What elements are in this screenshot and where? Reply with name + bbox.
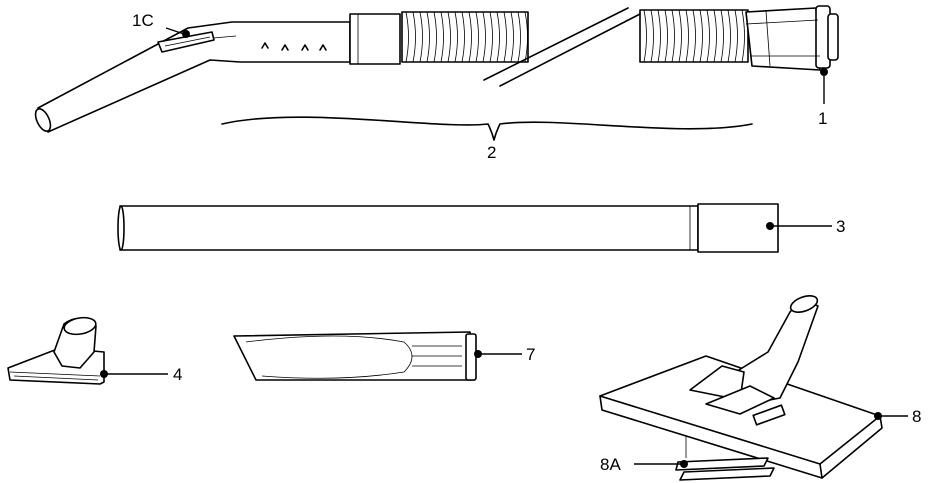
label-2: 2 (487, 143, 496, 162)
callout-dot-4 (100, 370, 108, 378)
callout-dot-7 (474, 350, 482, 358)
hose-rib (517, 11, 521, 63)
hose-rib (440, 11, 444, 63)
label-1c: 1C (132, 11, 154, 30)
extension-wand (117, 203, 779, 253)
hose-rib (643, 9, 647, 63)
hose-rib (727, 9, 731, 63)
hose-rib (426, 11, 430, 63)
hose-rib (706, 9, 710, 63)
hose-rib (678, 9, 682, 63)
hose-rib (461, 11, 465, 63)
hose-rib (433, 11, 437, 63)
hose-rib (405, 11, 409, 63)
label-7: 7 (526, 345, 535, 364)
hose-rib (650, 9, 654, 63)
floor-nozzle (599, 295, 883, 479)
hose-rib (685, 9, 689, 63)
hose-rib (454, 11, 458, 63)
hose-rib (734, 9, 738, 63)
hose-rib (692, 9, 696, 63)
label-3: 3 (836, 217, 845, 236)
upholstery-tool (7, 316, 105, 385)
callout-dot-1 (820, 68, 828, 76)
callout-dot-8a (680, 460, 688, 468)
hose-rib (482, 11, 486, 63)
nozzle-strip (675, 457, 775, 481)
label-8: 8 (912, 407, 921, 426)
hose-rib (468, 11, 472, 63)
hose-assembly-brace (221, 116, 753, 141)
callout-dot-8 (874, 412, 882, 420)
hose-rib (419, 11, 423, 63)
hose-rib (699, 9, 703, 63)
hose-rib (671, 9, 675, 63)
label-1: 1 (818, 109, 827, 128)
label-4: 4 (173, 365, 182, 384)
hose-rib (664, 9, 668, 63)
callout-dot-1c (182, 30, 190, 38)
leader-lines (100, 27, 908, 468)
hose-rib (496, 11, 500, 63)
hose-handle (34, 13, 401, 133)
hose-rib (489, 11, 493, 63)
hose-break-lines (483, 7, 641, 87)
callout-dot-3 (766, 222, 774, 230)
hose-rib (713, 9, 717, 63)
hose-rib (510, 11, 514, 63)
label-8a: 8A (600, 455, 621, 474)
crevice-tool (233, 331, 477, 381)
hose-rib (524, 11, 528, 63)
hose-rib (503, 11, 507, 63)
hose-coupling (745, 5, 839, 71)
hose-rib (720, 9, 724, 63)
hose-rib (741, 9, 745, 63)
hose-rib (475, 11, 479, 63)
hose-segment-right (639, 9, 749, 63)
hose-rib (412, 11, 416, 63)
hose-rib (657, 9, 661, 63)
hose-segment-left (401, 11, 529, 63)
hose-rib (447, 11, 451, 63)
